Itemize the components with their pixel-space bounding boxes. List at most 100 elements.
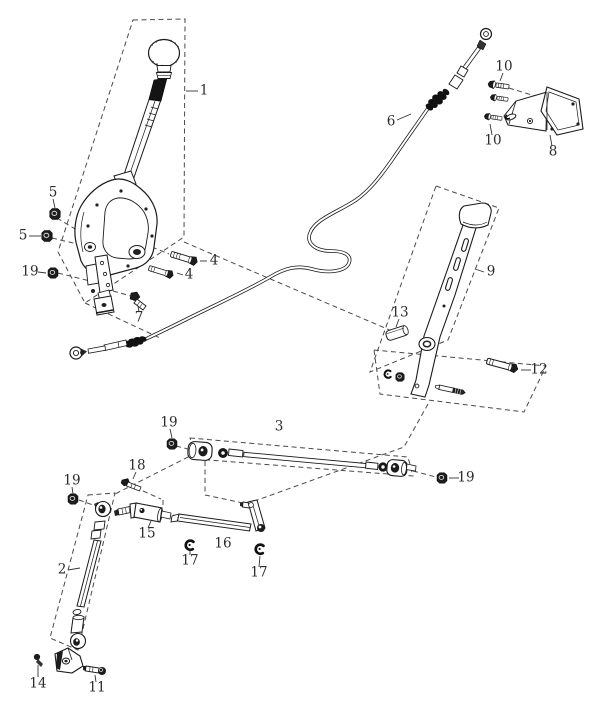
dashed-link-housing-to-lever xyxy=(183,241,393,332)
part-8-leader-line xyxy=(549,134,553,147)
dashed-bolt4-link xyxy=(151,246,170,255)
dashed-nut19a-link xyxy=(57,272,91,282)
dashed-bolt10-link xyxy=(508,87,546,100)
rod3-washer-right xyxy=(378,462,388,472)
part-label-1: 1 xyxy=(200,83,209,99)
shift-cable xyxy=(69,27,493,360)
part-label-4: 4 xyxy=(210,253,219,269)
nut-19b xyxy=(67,493,79,505)
part-label-12: 12 xyxy=(530,362,547,378)
link-16 xyxy=(170,499,266,532)
dashed-link-housing-to-cable xyxy=(84,302,161,339)
bolt-10c xyxy=(483,112,503,123)
part-6-leader-line xyxy=(396,113,412,121)
lever-slot xyxy=(452,257,462,271)
cable-upper-boot xyxy=(425,88,450,111)
part-10-leader-line xyxy=(489,123,493,136)
bracket-arm xyxy=(503,91,548,132)
bolt-4a xyxy=(170,251,198,266)
rod3-left-socket xyxy=(187,441,213,461)
cable-upper-end xyxy=(425,27,493,111)
dashed-box-part2 xyxy=(49,492,116,651)
adjuster-body xyxy=(133,502,163,523)
bolt-18 xyxy=(120,478,142,492)
bolt-12 xyxy=(486,357,519,374)
part-label-10: 10 xyxy=(484,133,501,149)
part-9-leader-line xyxy=(474,268,485,273)
part-labels: 1234455678910101112131415161717181919191… xyxy=(19,59,558,696)
part-label-9: 9 xyxy=(487,264,496,280)
part-label-5: 5 xyxy=(49,185,58,201)
part-label-3: 3 xyxy=(275,419,284,435)
part-18-leader-line xyxy=(132,471,137,480)
clip xyxy=(383,369,392,379)
mounting-bracket xyxy=(483,79,584,136)
dashed-nut19b-link xyxy=(78,499,94,506)
rod3-shaft xyxy=(243,451,367,469)
vertical-rod-2 xyxy=(69,500,112,650)
part-label-7: 7 xyxy=(135,310,144,326)
part-2-leader-line xyxy=(67,567,81,571)
lever-handle xyxy=(458,202,492,229)
part-17-leader-line xyxy=(258,555,261,568)
part-label-2: 2 xyxy=(58,562,67,578)
part-13-leader-line xyxy=(395,318,400,328)
part-label-18: 18 xyxy=(128,458,145,474)
part-11-leader-line xyxy=(94,674,97,683)
rod3-spacer xyxy=(228,448,244,458)
rod3-washer-left xyxy=(217,447,229,459)
rod3-stud xyxy=(406,463,417,472)
pivot-stud xyxy=(434,384,466,395)
part-label-19: 19 xyxy=(63,473,80,489)
lever-grip xyxy=(148,77,168,102)
nut-19a xyxy=(47,267,59,279)
clevis-yoke xyxy=(54,647,84,674)
cable-inner xyxy=(145,103,432,340)
part-label-19: 19 xyxy=(21,264,38,280)
lever-slot xyxy=(444,277,454,291)
adjuster-15 xyxy=(114,502,172,523)
part-label-16: 16 xyxy=(214,536,231,552)
dashed-nut5a-link xyxy=(56,217,81,233)
part-label-5: 5 xyxy=(19,228,28,244)
selector-lever xyxy=(410,224,477,398)
dashed-nut19d-link xyxy=(412,470,437,478)
part-label-19: 19 xyxy=(457,470,474,486)
dashed-nut5b-link xyxy=(51,237,91,248)
dashed-nut19c-link xyxy=(175,445,189,450)
dashed-link-lever-to-link16 xyxy=(251,403,429,503)
clip-17b xyxy=(253,542,266,556)
part-7-leader-line xyxy=(137,305,140,313)
nut-5b xyxy=(41,230,53,242)
part-label-14: 14 xyxy=(29,676,46,692)
nut-19d xyxy=(436,472,448,484)
part-label-19: 19 xyxy=(160,415,177,431)
dashed-link-rod3-to-link16 xyxy=(204,461,244,504)
clip-17a xyxy=(183,538,196,552)
pin-14 xyxy=(33,653,43,667)
part-label-15: 15 xyxy=(138,526,155,542)
dashed-bolt7-link xyxy=(112,290,132,297)
gear-shifter-assembly xyxy=(74,38,181,316)
rod3-right-socket xyxy=(386,459,408,477)
nut-19c xyxy=(166,438,178,450)
bolt-10b xyxy=(489,93,509,104)
part-4-leader-line xyxy=(176,272,184,276)
part-15-leader-line xyxy=(147,520,152,529)
part-label-4: 4 xyxy=(185,267,194,283)
part-label-13: 13 xyxy=(391,305,408,321)
dashed-box-part9 xyxy=(369,185,500,373)
part-label-8: 8 xyxy=(549,144,558,160)
part-label-10: 10 xyxy=(495,59,512,75)
part-19-leader-line xyxy=(37,271,47,274)
bolt-11 xyxy=(83,665,106,675)
part-10-leader-line xyxy=(499,72,504,82)
dashed-bolt18-link xyxy=(142,490,162,500)
dashed-box-part1 xyxy=(57,18,186,304)
part-label-17: 17 xyxy=(181,553,198,569)
bolt-7 xyxy=(129,291,147,311)
gear-knob xyxy=(147,38,181,79)
nut-5a xyxy=(49,208,61,220)
